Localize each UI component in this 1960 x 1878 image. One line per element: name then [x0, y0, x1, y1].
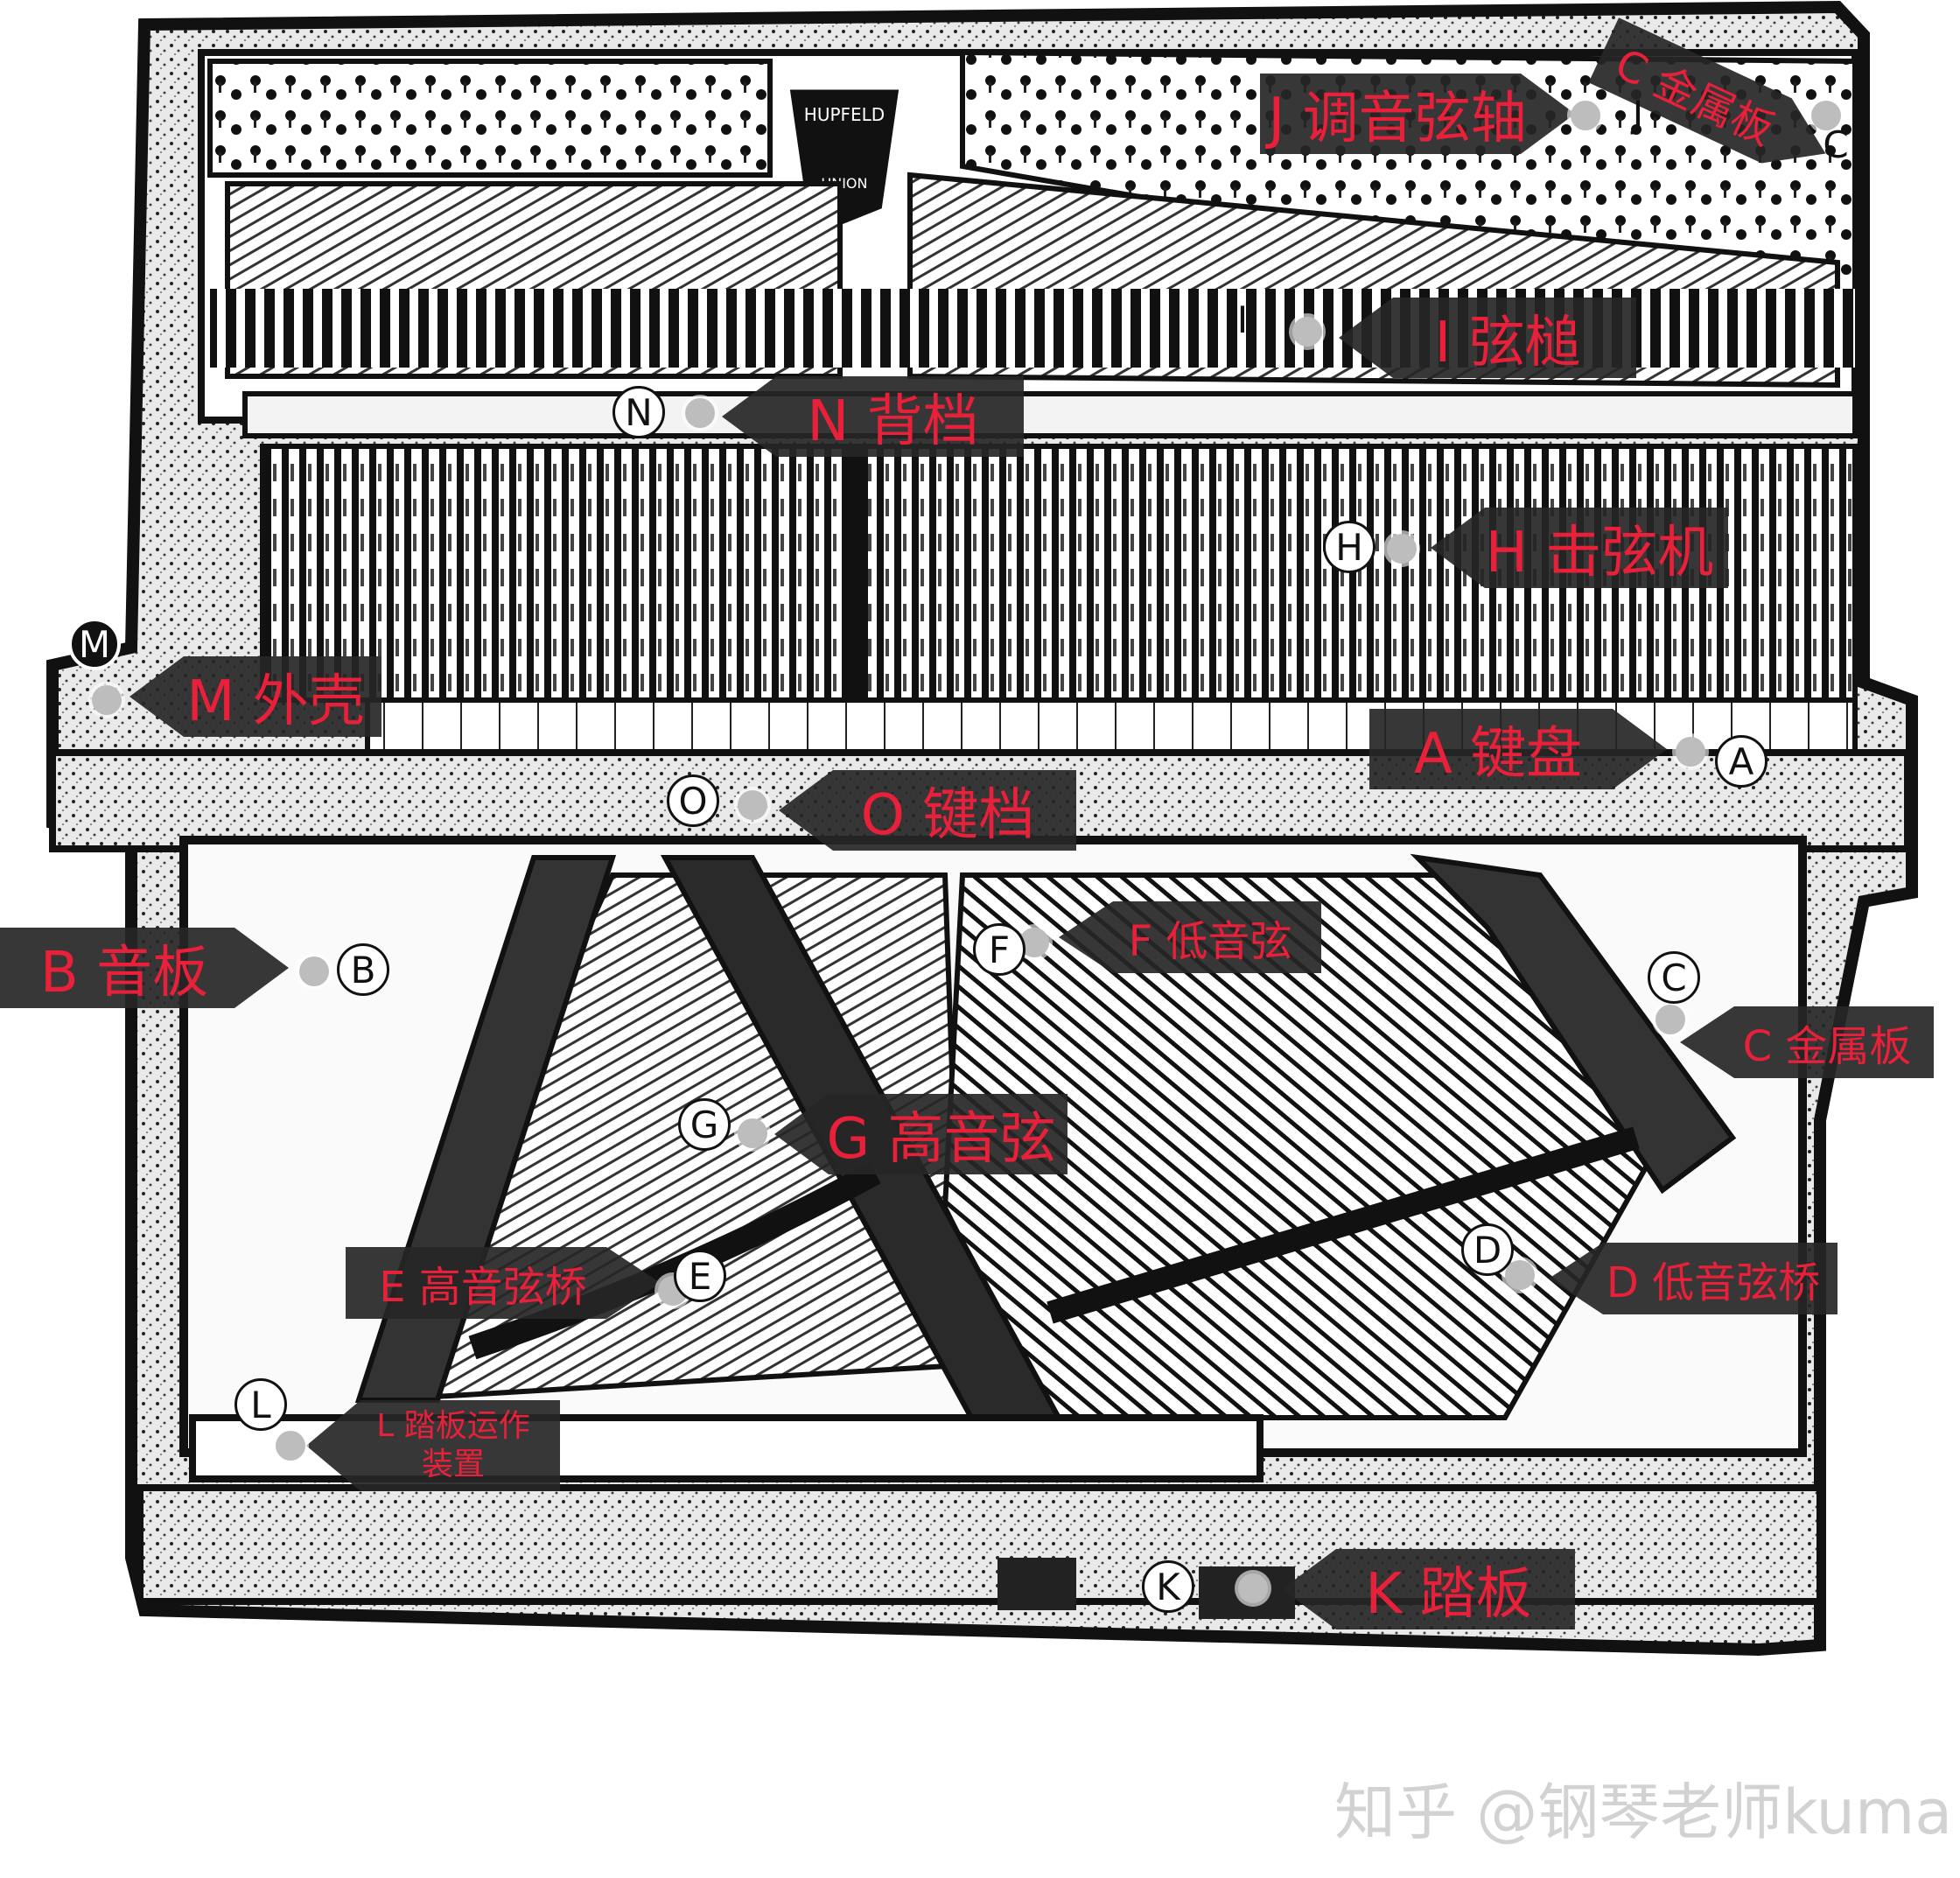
label-tuning-pins: J 调音弦轴: [1260, 74, 1575, 154]
label-bass-strings: F 低音弦: [1059, 901, 1321, 973]
label-pedal-mechanism: L 踏板运作 装置: [306, 1400, 560, 1491]
label-key-slip: O 键档: [779, 770, 1076, 851]
marker-n: N: [612, 386, 665, 438]
marker-b: B: [337, 943, 389, 996]
dot-d: [1505, 1260, 1535, 1290]
dot-b: [299, 957, 329, 986]
marker-i: I: [1236, 298, 1249, 341]
marker-m: M: [68, 618, 121, 670]
logo-brand: HUPFELD: [804, 104, 885, 125]
marker-c-top: C: [1823, 123, 1849, 166]
label-pedal-mechanism-line2: 装置: [421, 1447, 485, 1482]
label-action: H 击弦机: [1431, 508, 1728, 588]
marker-o: O: [667, 774, 719, 827]
label-back-rail: N 背档: [722, 376, 1024, 457]
dot-c-mid: [1656, 1005, 1685, 1034]
label-case: M 外壳: [130, 656, 382, 737]
dot-j: [1571, 101, 1600, 130]
label-pedal-mechanism-line1: L 踏板运作: [376, 1408, 530, 1444]
marker-h: H: [1323, 521, 1376, 573]
marker-j: J: [1632, 92, 1644, 136]
label-hammers: I 弦槌: [1339, 298, 1636, 378]
marker-k: K: [1142, 1560, 1194, 1613]
marker-l: L: [234, 1378, 287, 1431]
marker-a: A: [1715, 735, 1768, 788]
marker-e: E: [674, 1250, 726, 1302]
marker-c-mid: C: [1648, 951, 1700, 1004]
dot-a: [1676, 737, 1705, 767]
label-pedals: K 踏板: [1282, 1549, 1575, 1629]
dot-n: [685, 398, 715, 428]
dot-l: [276, 1431, 305, 1461]
dot-o: [738, 790, 767, 820]
dot-k: [1238, 1573, 1268, 1603]
label-soundboard: B 音板: [0, 928, 289, 1008]
dot-i: [1292, 317, 1322, 347]
marker-d: D: [1461, 1223, 1514, 1276]
marker-g: G: [678, 1098, 731, 1151]
label-keyboard: A 键盘: [1369, 709, 1667, 789]
dot-h: [1387, 534, 1417, 564]
label-treble-bridge: E 高音弦桥: [346, 1247, 661, 1319]
marker-f: F: [973, 923, 1026, 976]
dot-g: [738, 1118, 767, 1148]
dot-m: [92, 685, 122, 715]
label-metal-plate-mid: C 金属板: [1680, 1006, 1934, 1078]
watermark: 知乎 @钢琴老师kuma: [1334, 1776, 1953, 1848]
label-treble-strings: G 高音弦: [774, 1094, 1068, 1174]
dot-c-top: [1811, 101, 1841, 130]
label-bass-bridge: D 低音弦桥: [1549, 1243, 1838, 1314]
